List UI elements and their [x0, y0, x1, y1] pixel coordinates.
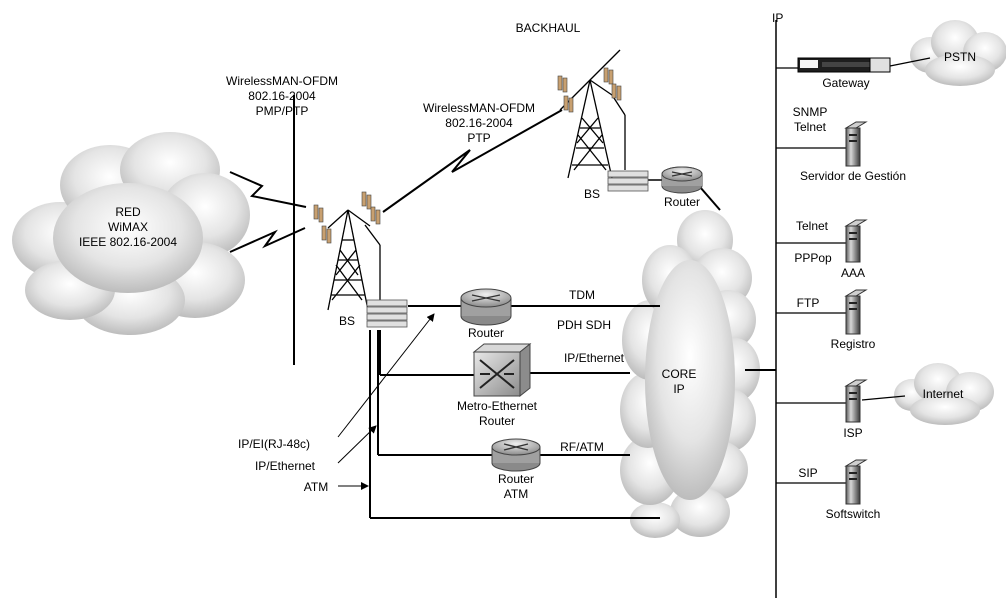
- router-atm-icon: [491, 438, 541, 472]
- wimax-cloud-label-1: RED: [115, 205, 141, 219]
- pmp-link-label-3: PMP/PTP: [256, 104, 309, 118]
- router-atm-label-2: ATM: [504, 487, 528, 501]
- bs-left-antennas: [313, 191, 381, 244]
- lightning-link-ptp: [382, 109, 563, 213]
- core-ip-cloud: [620, 210, 760, 538]
- rf-atm-label: RF/ATM: [560, 440, 604, 454]
- bs-left-tower: [327, 209, 381, 311]
- ptp-link-label-1: WirelessMAN-OFDM: [423, 101, 535, 115]
- management-server-label: Servidor de Gestión: [800, 169, 906, 183]
- pdh-sdh-label: PDH SDH: [557, 318, 611, 332]
- management-server-icon: [844, 121, 868, 167]
- pmp-link-label-1: WirelessMAN-OFDM: [226, 74, 338, 88]
- router-backhaul-label: Router: [664, 195, 700, 209]
- interface-label-rj48c: IP/EI(RJ-48c): [238, 437, 310, 451]
- metro-ethernet-router-icon: [472, 342, 532, 398]
- bs-right-antennas: [557, 67, 622, 113]
- wimax-cloud-label-2: WiMAX: [108, 220, 148, 234]
- softswitch-server-icon: [844, 459, 868, 505]
- pstn-label: PSTN: [944, 50, 976, 64]
- isp-server-label: ISP: [843, 426, 862, 440]
- router-core-label: Router: [468, 326, 504, 340]
- management-protocol-telnet: Telnet: [794, 120, 827, 134]
- registro-server-label: Registro: [831, 337, 876, 351]
- aaa-server-icon: [844, 219, 868, 263]
- core-cloud-label-2: IP: [673, 382, 684, 396]
- isp-server-icon: [844, 379, 868, 423]
- wimax-cloud-label-3: IEEE 802.16-2004: [79, 235, 177, 249]
- ip-bus-label: IP: [772, 11, 783, 25]
- core-cloud-label-1: CORE: [662, 367, 697, 381]
- registro-server-icon: [844, 289, 868, 335]
- bs-right-rack: [607, 170, 649, 192]
- internet-cloud: [894, 363, 994, 425]
- ip-ethernet-link-label: IP/Ethernet: [564, 351, 625, 365]
- gateway-icon: [797, 57, 891, 73]
- pmp-link-label-2: 802.16-2004: [248, 89, 316, 103]
- lightning-link-lower: [229, 227, 306, 253]
- interface-label-ip-ethernet: IP/Ethernet: [255, 459, 316, 473]
- wimax-cloud: [12, 132, 250, 335]
- registro-protocol-ftp: FTP: [797, 296, 820, 310]
- wiring: [293, 20, 931, 598]
- router-atm-label-1: Router: [498, 472, 534, 486]
- gateway-label: Gateway: [822, 76, 869, 90]
- metro-ethernet-label-1: Metro-Ethernet: [457, 399, 538, 413]
- wireless-links: [229, 109, 563, 253]
- metro-ethernet-label-2: Router: [479, 414, 515, 428]
- aaa-protocol-pppop: PPPop: [794, 251, 832, 265]
- interface-arrows: [337, 313, 435, 490]
- bs-left-label: BS: [339, 314, 355, 328]
- router-core-icon: [460, 288, 512, 326]
- router-backhaul-icon: [661, 166, 703, 194]
- aaa-server-label: AAA: [841, 266, 865, 280]
- management-protocol-snmp: SNMP: [793, 105, 828, 119]
- bs-left-rack: [366, 299, 408, 328]
- tdm-label: TDM: [569, 288, 595, 302]
- interface-label-atm: ATM: [304, 480, 328, 494]
- diagram-title: BACKHAUL: [516, 21, 581, 35]
- internet-label: Internet: [923, 387, 964, 401]
- softswitch-protocol-sip: SIP: [798, 466, 817, 480]
- ptp-link-label-3: PTP: [467, 131, 490, 145]
- aaa-protocol-telnet: Telnet: [796, 219, 829, 233]
- bs-right-tower: [559, 49, 626, 179]
- softswitch-server-label: Softswitch: [826, 507, 881, 521]
- pstn-cloud: [910, 20, 1006, 86]
- lightning-link-upper: [229, 171, 307, 208]
- ptp-link-label-2: 802.16-2004: [445, 116, 513, 130]
- bs-right-label: BS: [584, 187, 600, 201]
